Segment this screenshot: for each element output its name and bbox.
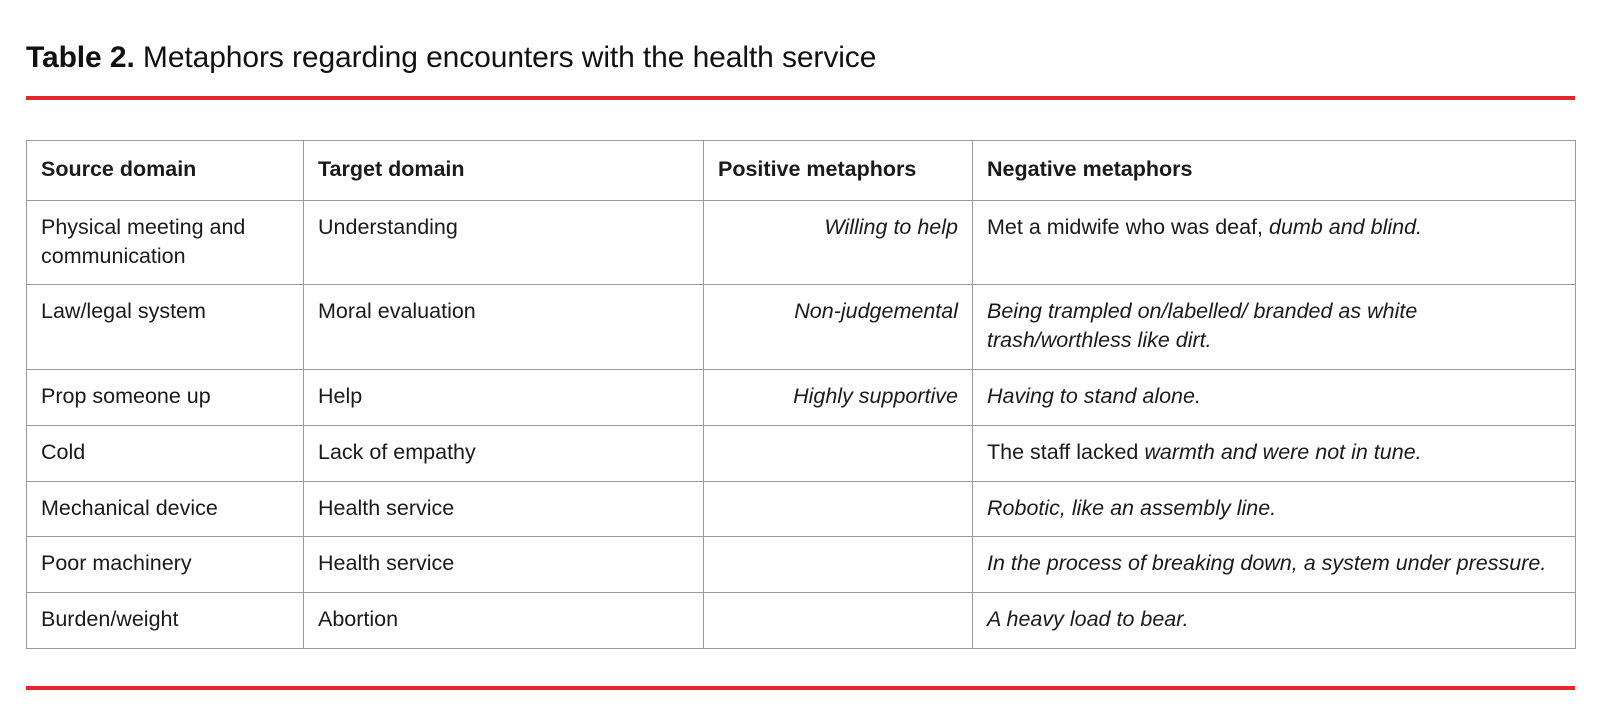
column-header-target-domain: Target domain (303, 140, 704, 201)
cell-text-italic: Having to stand alone. (987, 383, 1201, 408)
cell-text: Willing to help (824, 214, 958, 239)
cell-negative-metaphor: Being trampled on/labelled/ branded as w… (972, 284, 1576, 370)
cell-source-domain: Cold (26, 424, 304, 482)
cell-target-domain: Lack of empathy (303, 424, 704, 482)
cell-negative-metaphor: The staff lacked warmth and were not in … (972, 424, 1576, 482)
column-header-source-domain: Source domain (26, 140, 304, 201)
cell-target-domain: Abortion (303, 592, 704, 649)
table-container: Source domain Target domain Positive met… (26, 140, 1576, 649)
cell-text: Lack of empathy (318, 439, 476, 464)
cell-text-plain: The staff lacked (987, 439, 1145, 464)
table-body: Physical meeting and communication Under… (26, 199, 1576, 649)
top-red-rule (26, 96, 1575, 100)
cell-text (718, 605, 958, 606)
cell-text: Prop someone up (41, 383, 211, 408)
table-row: Mechanical device Health service Robotic… (26, 480, 1576, 538)
column-header-positive-metaphors: Positive metaphors (703, 140, 973, 201)
cell-target-domain: Help (303, 368, 704, 426)
cell-positive-metaphor (703, 536, 973, 594)
cell-target-domain: Understanding (303, 199, 704, 286)
cell-negative-metaphor: Robotic, like an assembly line. (972, 480, 1576, 538)
cell-text-italic: dumb and blind. (1269, 214, 1423, 239)
cell-text: Mechanical device (41, 495, 218, 520)
cell-text (718, 494, 958, 495)
cell-source-domain: Poor machinery (26, 536, 304, 594)
cell-text-italic: warmth and were not in tune. (1144, 439, 1422, 464)
cell-text: Law/legal system (41, 299, 206, 324)
cell-text: Understanding (318, 214, 458, 239)
table-header-row: Source domain Target domain Positive met… (26, 140, 1576, 201)
cell-text: Poor machinery (41, 551, 192, 576)
column-header-negative-metaphors: Negative metaphors (972, 140, 1576, 201)
table-caption-text: Metaphors regarding encounters with the … (134, 41, 877, 74)
table-row: Law/legal system Moral evaluation Non-ju… (26, 284, 1576, 370)
table-row: Prop someone up Help Highly supportive H… (26, 368, 1576, 426)
cell-positive-metaphor: Willing to help (703, 199, 973, 286)
cell-text: Moral evaluation (318, 299, 476, 324)
cell-negative-metaphor: Having to stand alone. (972, 368, 1576, 426)
cell-positive-metaphor (703, 592, 973, 649)
metaphors-table: Source domain Target domain Positive met… (26, 140, 1576, 649)
table-row: Burden/weight Abortion A heavy load to b… (26, 592, 1576, 649)
cell-positive-metaphor: Highly supportive (703, 368, 973, 426)
cell-negative-metaphor: Met a midwife who was deaf, dumb and bli… (972, 199, 1576, 286)
cell-target-domain: Moral evaluation (303, 284, 704, 370)
cell-text: Non-judgemental (794, 299, 958, 324)
cell-text: Help (318, 383, 363, 408)
table-row: Cold Lack of empathy The staff lacked wa… (26, 424, 1576, 482)
table-row: Poor machinery Health service In the pro… (26, 536, 1576, 594)
cell-text-italic: In the process of breaking down, a syste… (987, 551, 1547, 576)
table-header: Source domain Target domain Positive met… (26, 140, 1576, 201)
cell-positive-metaphor (703, 480, 973, 538)
cell-source-domain: Physical meeting and communication (26, 199, 304, 286)
cell-text (718, 549, 958, 550)
cell-negative-metaphor: In the process of breaking down, a syste… (972, 536, 1576, 594)
cell-text-italic: Being trampled on/labelled/ branded as w… (987, 299, 1418, 353)
cell-negative-metaphor: A heavy load to bear. (972, 592, 1576, 649)
cell-target-domain: Health service (303, 536, 704, 594)
cell-text: Health service (318, 495, 455, 520)
bottom-red-rule (26, 686, 1575, 690)
cell-text: Health service (318, 551, 455, 576)
cell-target-domain: Health service (303, 480, 704, 538)
cell-source-domain: Prop someone up (26, 368, 304, 426)
cell-text: Highly supportive (793, 383, 958, 408)
table-caption: Table 2. Metaphors regarding encounters … (26, 40, 876, 76)
cell-text: Physical meeting and communication (41, 214, 246, 268)
table-row: Physical meeting and communication Under… (26, 199, 1576, 286)
cell-text-plain: Met a midwife who was deaf, (987, 214, 1270, 239)
cell-source-domain: Burden/weight (26, 592, 304, 649)
cell-source-domain: Law/legal system (26, 284, 304, 370)
cell-text: Cold (41, 439, 86, 464)
cell-text (718, 438, 958, 439)
cell-text: Abortion (318, 607, 399, 632)
cell-source-domain: Mechanical device (26, 480, 304, 538)
cell-text: Burden/weight (41, 607, 179, 632)
cell-text-italic: A heavy load to bear. (987, 607, 1189, 632)
cell-positive-metaphor: Non-judgemental (703, 284, 973, 370)
table-caption-label: Table 2. (26, 41, 135, 74)
cell-text-italic: Robotic, like an assembly line. (987, 495, 1277, 520)
cell-positive-metaphor (703, 424, 973, 482)
